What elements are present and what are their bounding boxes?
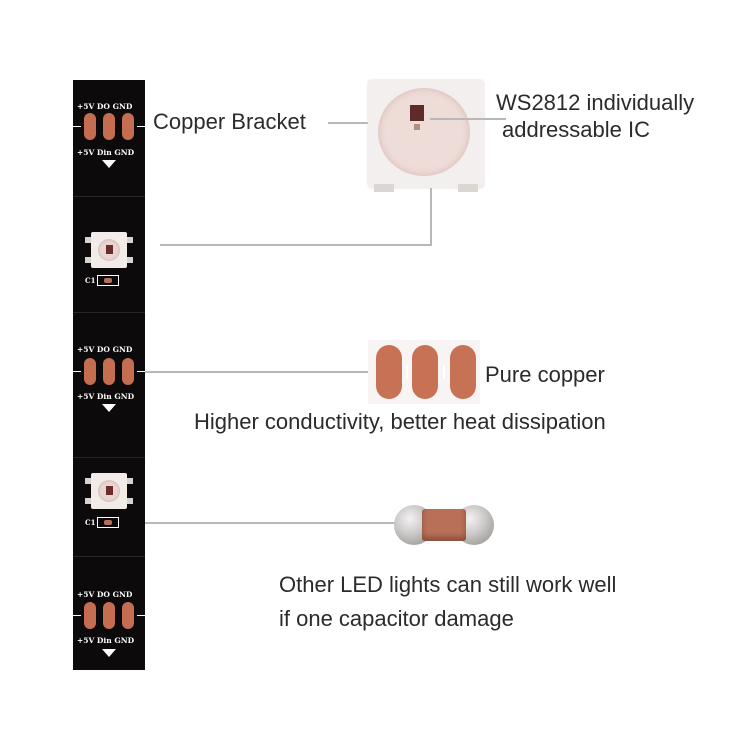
smd-capacitor-icon [394, 503, 494, 547]
callout-line [430, 188, 432, 246]
capacitor-label: C1 [85, 276, 96, 285]
segment-divider [73, 457, 145, 458]
pad-label-top: +5V DO GND [77, 590, 133, 599]
ic-label-line2: addressable IC [502, 117, 650, 142]
copper-pad-5v [84, 602, 96, 629]
copper-pad-do [103, 358, 115, 385]
pad-tick [73, 615, 81, 616]
copper-pad-5v [84, 358, 96, 385]
arrow-down-icon [102, 160, 116, 168]
copper-pad-do [103, 113, 115, 140]
pad-label-top: +5V DO GND [77, 345, 133, 354]
copper-pad-gnd [122, 358, 134, 385]
led-strip: +5V DO GND +5V Din GND C1 +5V DO GND +5V… [73, 80, 145, 670]
callout-line [145, 371, 368, 373]
arrow-down-icon [102, 649, 116, 657]
pure-copper-pads [368, 340, 480, 404]
capacitor-label: C1 [85, 518, 96, 527]
ws2812-led-icon [85, 473, 133, 509]
copper-pad-gnd [122, 602, 134, 629]
pad-label-bottom: +5V Din GND [77, 636, 135, 645]
callout-line [160, 244, 432, 246]
pad-tick [137, 126, 145, 127]
smd-capacitor-icon [97, 275, 119, 286]
copper-pad-gnd [122, 113, 134, 140]
segment-divider [73, 312, 145, 313]
capacitor-label-line1: Other LED lights can still work well [279, 572, 617, 597]
segment-divider [73, 556, 145, 557]
pad-tick [73, 126, 81, 127]
pad-label-bottom: +5V Din GND [77, 392, 135, 401]
pure-copper-label: Pure copper [485, 362, 605, 387]
ic-label-line1: WS2812 individually [496, 90, 695, 115]
copper-pad-5v [84, 113, 96, 140]
callout-line [430, 118, 506, 120]
copper-bracket-label: Copper Bracket [153, 109, 306, 134]
copper-pad-do [103, 602, 115, 629]
pad-tick [137, 615, 145, 616]
pad-label-top: +5V DO GND [77, 102, 133, 111]
pad-tick [73, 371, 81, 372]
callout-line [328, 122, 376, 124]
segment-divider [73, 196, 145, 197]
conductivity-label: Higher conductivity, better heat dissipa… [194, 409, 606, 434]
ws2812-led-icon [368, 80, 484, 192]
smd-capacitor-icon [97, 517, 119, 528]
pad-tick [137, 371, 145, 372]
ws2812-led-icon [85, 232, 133, 268]
callout-line [145, 522, 400, 524]
arrow-down-icon [102, 404, 116, 412]
capacitor-label-line2: if one capacitor damage [279, 606, 514, 631]
pad-label-bottom: +5V Din GND [77, 148, 135, 157]
